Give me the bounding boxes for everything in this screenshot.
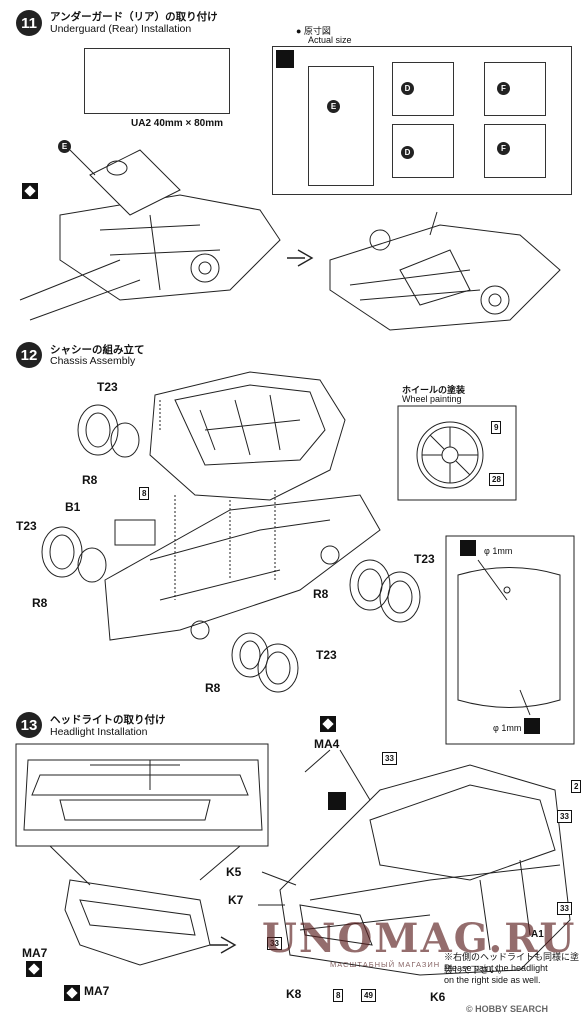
ua2-size-label: UA2 40mm × 80mm xyxy=(131,118,223,129)
glue-mark-11 xyxy=(22,183,38,199)
label-k6: K6 xyxy=(430,990,446,1004)
note-jp: ※右側のヘッドライトも同様に塗装して下さい。 xyxy=(444,952,579,975)
note-en-2: on the right side as well. xyxy=(444,975,541,985)
footer-credit: © HOBBY SEARCH xyxy=(466,1004,548,1014)
scissors-icon xyxy=(276,50,294,68)
step-11-title-en: Underguard (Rear) Installation xyxy=(50,23,192,35)
label-ma7-a: MA7 xyxy=(22,946,48,960)
step-13-number: 13 xyxy=(16,712,42,738)
note-en-1: Please paint the headlight xyxy=(444,963,548,973)
paint-28-callout: 28 xyxy=(489,473,504,486)
label-k5: K5 xyxy=(226,865,242,879)
template-f-top xyxy=(484,62,546,116)
label-t23-right: T23 xyxy=(414,552,435,566)
wheel-painting-jp: ホイールの塗装 xyxy=(402,385,466,395)
wheel-painting-en: Wheel painting xyxy=(402,394,462,404)
step-13-title-en: Headlight Installation xyxy=(50,726,148,738)
part-49: 49 xyxy=(361,989,376,1002)
glue-mark-ma4 xyxy=(320,716,336,732)
part-33-d: 33 xyxy=(267,937,282,950)
template-e-label: E xyxy=(327,100,340,113)
phi-top-label: φ 1mm xyxy=(484,546,513,556)
drill-icon-top xyxy=(460,540,476,556)
template-d-top-label: D xyxy=(401,82,414,95)
actual-size-jp: ● 原寸図 xyxy=(296,26,331,36)
ua2-sheet xyxy=(84,48,230,114)
part-33-a: 33 xyxy=(382,752,397,765)
paint-icon-13 xyxy=(328,792,346,810)
watermark-subtext: МАСШТАБНЫЙ МАГАЗИН xyxy=(330,960,441,969)
label-k8: K8 xyxy=(286,987,302,1001)
step-13-title-jp: ヘッドライトの取り付け xyxy=(50,714,166,726)
label-a1: A1 xyxy=(531,929,544,940)
step-12-number: 12 xyxy=(16,342,42,368)
step-12-title-en: Chassis Assembly xyxy=(50,355,136,367)
watermark-text: UNOMAG.RU xyxy=(262,915,577,962)
glue-mark-ma7-a xyxy=(26,961,42,977)
drill-icon-bottom xyxy=(524,718,540,734)
template-d-bottom-label: D xyxy=(401,146,414,159)
paint-9-callout: 9 xyxy=(491,421,502,434)
part-8-callout: 8 xyxy=(139,487,150,500)
template-f-top-label: F xyxy=(497,82,510,95)
step-12-title-jp: シャシーの組み立て xyxy=(50,344,145,356)
part-e-callout: E xyxy=(58,140,71,153)
label-t23-bottom: T23 xyxy=(316,648,337,662)
glue-mark-ma7-b xyxy=(64,985,80,1001)
template-f-bottom xyxy=(484,124,546,178)
label-r8-right: R8 xyxy=(313,587,329,601)
template-e xyxy=(308,66,374,186)
label-r8-top: R8 xyxy=(82,473,98,487)
part-2: 2 xyxy=(571,780,582,793)
label-r8-left: R8 xyxy=(32,596,48,610)
phi-bottom-label: φ 1mm xyxy=(493,723,522,733)
part-33-c: 33 xyxy=(557,902,572,915)
actual-size-en: Actual size xyxy=(308,35,352,45)
step-11-number: 11 xyxy=(16,10,42,36)
label-k7: K7 xyxy=(228,893,244,907)
label-t23-left: T23 xyxy=(16,519,37,533)
template-f-bottom-label: F xyxy=(497,142,510,155)
label-ma7-b: MA7 xyxy=(84,984,110,998)
label-t23-top: T23 xyxy=(97,380,118,394)
step-11-title-jp: アンダーガード（リア）の取り付け xyxy=(50,11,218,23)
label-ma4: MA4 xyxy=(314,737,340,751)
label-r8-bottom: R8 xyxy=(205,681,221,695)
label-b1: B1 xyxy=(65,500,81,514)
part-8-headlight: 8 xyxy=(333,989,344,1002)
part-33-b: 33 xyxy=(557,810,572,823)
